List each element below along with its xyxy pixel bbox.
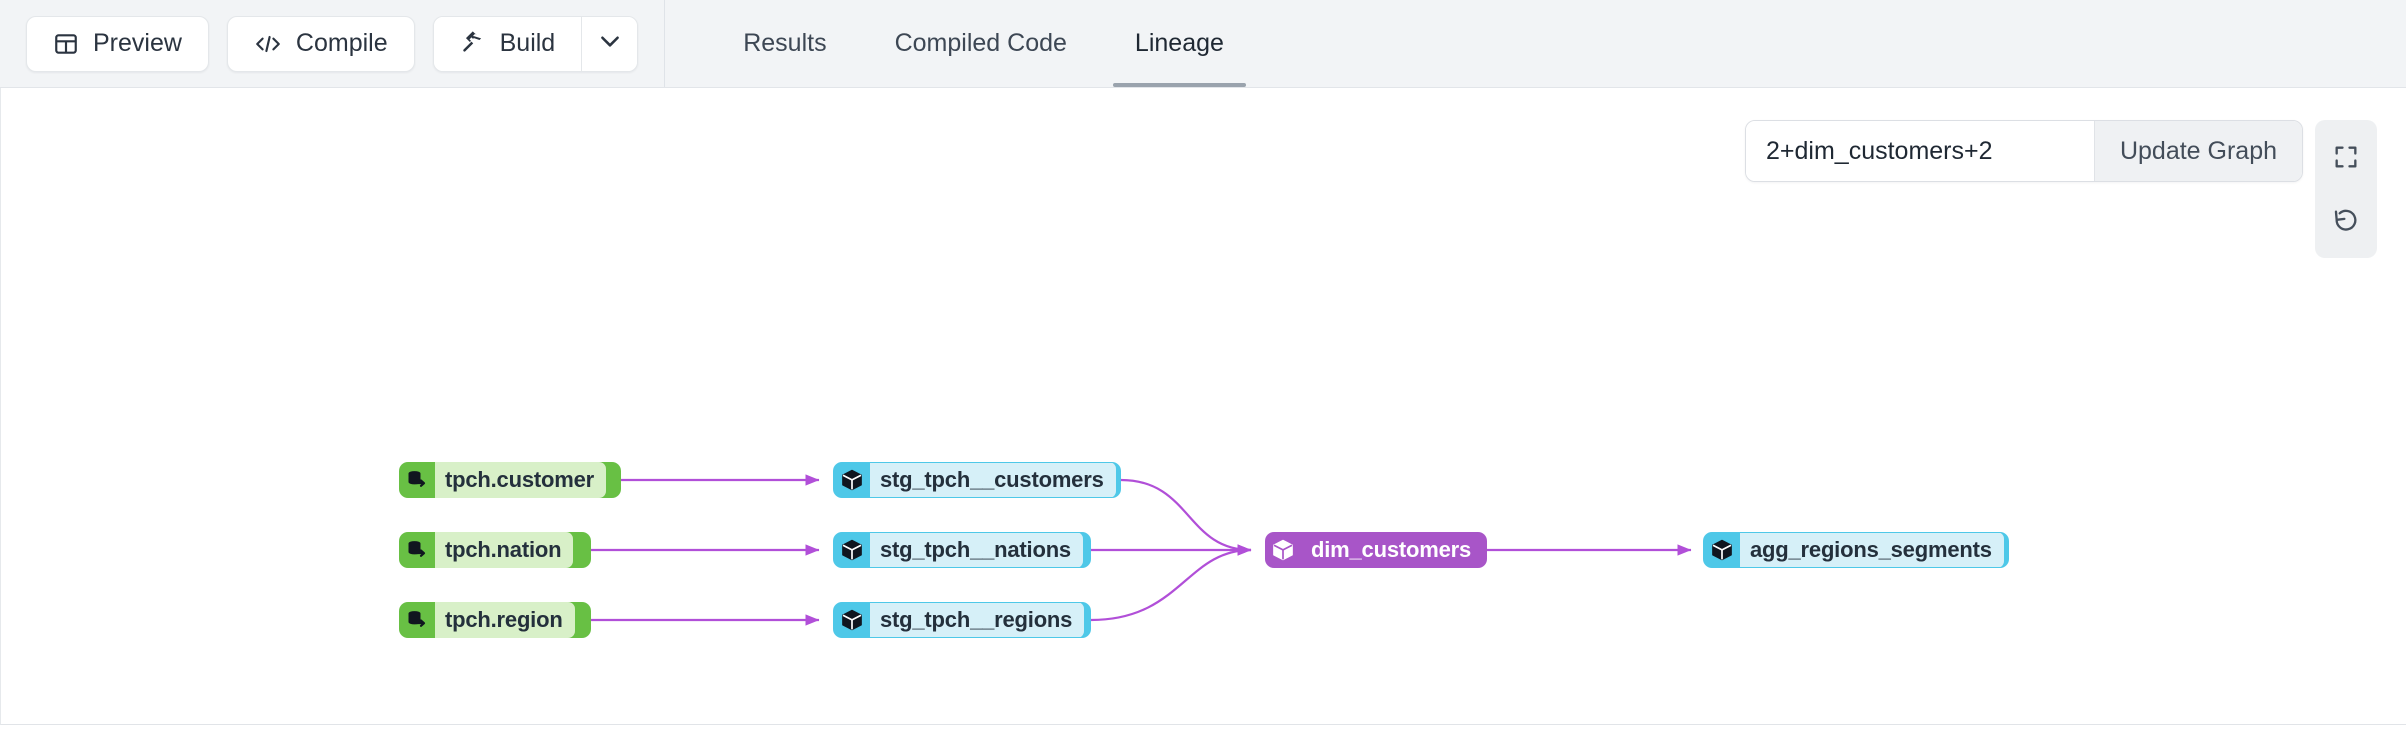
node-label: tpch.customer [435,462,606,498]
lineage-nodes: tpch.customer tpch.nation [1,88,2406,724]
tab-compiled-code[interactable]: Compiled Code [861,0,1101,87]
node-label: tpch.region [435,602,575,638]
node-dim-customers[interactable]: dim_customers [1265,532,1487,568]
tab-lineage-label: Lineage [1134,29,1224,57]
node-stg-tpch-customers[interactable]: stg_tpch__customers [833,462,1121,498]
code-icon [254,31,282,57]
cube-icon [834,463,870,497]
top-toolbar: Preview Compile [0,0,2406,88]
preview-button[interactable]: Preview [26,15,209,72]
build-button-label: Build [499,29,556,57]
node-tpch-nation[interactable]: tpch.nation [399,532,591,568]
node-tpch-customer[interactable]: tpch.customer [399,462,621,498]
compile-button-label: Compile [295,29,388,57]
cube-icon [1704,533,1740,567]
node-label: dim_customers [1311,537,1472,562]
node-label: stg_tpch__regions [870,603,1085,637]
build-split-button: Build [432,15,639,72]
tab-results[interactable]: Results [709,0,860,87]
database-source-icon [399,462,435,498]
cube-icon [834,533,870,567]
node-agg-regions-segments[interactable]: agg_regions_segments [1703,532,2009,568]
node-stg-tpch-nations[interactable]: stg_tpch__nations [833,532,1091,568]
edge-stg-tpch-customers-to-dim-customers [1120,478,1252,556]
edge-stg-tpch-regions-to-dim-customers [1090,544,1252,622]
lineage-canvas[interactable]: tpch.customer tpch.nation [0,88,2406,725]
cube-icon [834,603,870,637]
lineage-selector-group: Update Graph [1745,120,2303,182]
node-stg-tpch-regions[interactable]: stg_tpch__regions [833,602,1091,638]
update-graph-button[interactable]: Update Graph [2094,121,2302,181]
database-source-icon [399,602,435,638]
preview-button-label: Preview [93,29,182,57]
compile-button[interactable]: Compile [226,15,415,72]
build-button[interactable]: Build [433,16,582,71]
node-label: agg_regions_segments [1740,533,2004,567]
cube-icon [1265,532,1301,568]
chevron-down-icon [597,28,623,59]
lineage-edges [591,474,1692,626]
result-tabs: Results Compiled Code Lineage [665,0,1258,87]
node-tpch-region[interactable]: tpch.region [399,602,591,638]
node-label: stg_tpch__nations [870,533,1083,567]
build-dropdown-button[interactable] [581,16,638,71]
graph-controls [2315,120,2377,258]
hammer-icon [460,30,486,57]
lineage-selector-input[interactable] [1746,121,2094,181]
tab-compiled-code-label: Compiled Code [894,29,1067,57]
table-icon [53,31,79,57]
action-button-group: Preview Compile [0,0,666,87]
tab-results-label: Results [743,29,827,57]
database-source-icon [399,532,435,568]
fullscreen-icon[interactable] [2319,130,2373,184]
node-label: stg_tpch__customers [870,463,1116,497]
node-label: tpch.nation [435,532,574,568]
tab-lineage[interactable]: Lineage [1101,0,1258,87]
reset-graph-icon[interactable] [2319,194,2373,248]
